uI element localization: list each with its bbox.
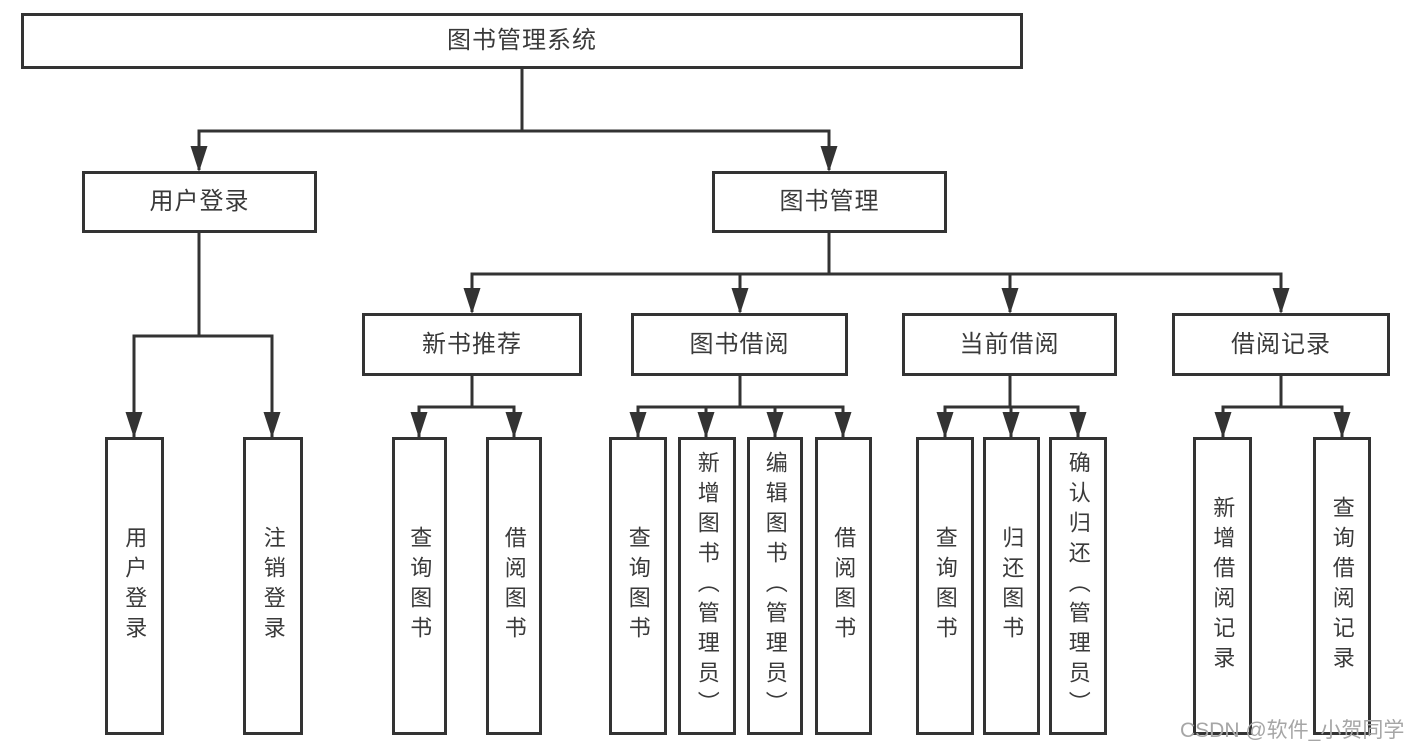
- node-book-borrow: 图书借阅: [631, 313, 848, 376]
- leaf-logout-login: 注销登录: [243, 437, 303, 735]
- leaf-edit-book-admin: 编辑图书（管理员）: [747, 437, 803, 735]
- csdn-watermark: CSDN @软件_小贺同学: [1180, 719, 1405, 742]
- node-book-management: 图书管理: [712, 171, 947, 233]
- node-current-borrow: 当前借阅: [902, 313, 1117, 376]
- node-new-book-recommend: 新书推荐: [362, 313, 582, 376]
- leaf-borrow-book-1: 借阅图书: [486, 437, 542, 735]
- leaf-return-book: 归还图书: [983, 437, 1040, 735]
- leaf-borrow-book-2: 借阅图书: [815, 437, 872, 735]
- leaf-query-book-3: 查询图书: [916, 437, 974, 735]
- leaf-add-book-admin: 新增图书（管理员）: [678, 437, 736, 735]
- leaf-confirm-return-admin: 确认归还（管理员）: [1049, 437, 1107, 735]
- node-borrow-record: 借阅记录: [1172, 313, 1390, 376]
- leaf-query-book-2: 查询图书: [609, 437, 667, 735]
- leaf-query-borrow-record: 查询借阅记录: [1313, 437, 1371, 735]
- leaf-user-login: 用户登录: [105, 437, 164, 735]
- connector-lines: [132, 68, 1344, 437]
- arrowhead-icons: [125, 146, 1351, 438]
- node-user-login: 用户登录: [82, 171, 317, 233]
- leaf-query-book-1: 查询图书: [392, 437, 447, 735]
- leaf-add-borrow-record: 新增借阅记录: [1193, 437, 1252, 735]
- node-root: 图书管理系统: [21, 13, 1023, 69]
